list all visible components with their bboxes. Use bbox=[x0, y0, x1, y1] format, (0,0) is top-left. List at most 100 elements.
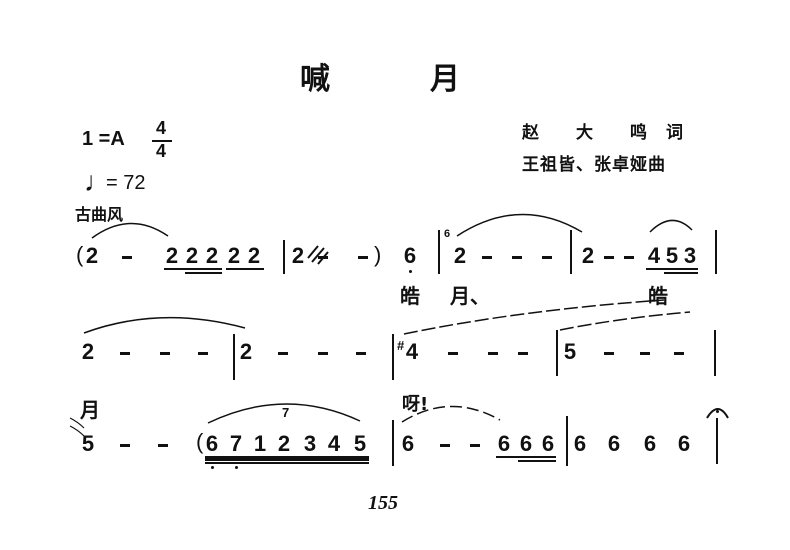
dash bbox=[198, 352, 208, 355]
lyric: 月 bbox=[80, 398, 100, 422]
note: 6 bbox=[401, 431, 415, 456]
dash bbox=[440, 444, 450, 447]
note: 2 bbox=[227, 243, 241, 268]
sixteenth-underline bbox=[664, 272, 698, 274]
dash bbox=[278, 352, 288, 355]
note: 3 bbox=[303, 431, 317, 456]
slur-line1-intro bbox=[91, 222, 169, 239]
note: 5 bbox=[665, 243, 679, 268]
note: 2 bbox=[165, 243, 179, 268]
note: 5 bbox=[563, 339, 577, 364]
low-octave-dot bbox=[409, 270, 412, 273]
note: 6 bbox=[607, 431, 621, 456]
breath-mark-2 bbox=[69, 425, 85, 437]
pickup-note: 6 bbox=[403, 243, 417, 268]
lyric: 皓 bbox=[400, 284, 420, 308]
fermata-dot bbox=[716, 410, 719, 413]
barline bbox=[233, 334, 235, 380]
dash bbox=[120, 444, 130, 447]
dash bbox=[604, 352, 614, 355]
slur-line2-long bbox=[403, 299, 665, 335]
note: 4 bbox=[405, 339, 419, 364]
dash bbox=[604, 256, 614, 259]
barline bbox=[392, 420, 394, 466]
breath-mark-1 bbox=[69, 417, 85, 429]
lyric: 月、 bbox=[450, 284, 490, 308]
note: 6 bbox=[573, 431, 587, 456]
time-signature-top: 4 bbox=[156, 118, 167, 138]
note: 6 bbox=[677, 431, 691, 456]
slur-line2-m1 bbox=[83, 316, 246, 334]
dash bbox=[120, 352, 130, 355]
dash bbox=[674, 352, 684, 355]
note: 4 bbox=[647, 243, 661, 268]
time-signature-line bbox=[152, 140, 172, 142]
dash bbox=[358, 256, 368, 259]
tremolo-slash-2 bbox=[311, 247, 325, 263]
barline bbox=[566, 416, 568, 466]
run-beam-2 bbox=[205, 462, 369, 464]
note: 5 bbox=[81, 431, 95, 456]
lyric: 皓 bbox=[648, 284, 668, 308]
note: 6 bbox=[205, 431, 219, 456]
page-number: 155 bbox=[368, 492, 398, 514]
barline bbox=[556, 330, 558, 376]
note: 5 bbox=[353, 431, 367, 456]
dash bbox=[518, 352, 528, 355]
lyricist-credit: 赵 大 鸣 词 bbox=[522, 123, 684, 143]
dash bbox=[160, 352, 170, 355]
note: 1 bbox=[253, 431, 267, 456]
sixteenth-underline bbox=[185, 272, 222, 274]
slur-453 bbox=[649, 219, 693, 233]
composer-credit: 王祖皆、张卓娅曲 bbox=[522, 155, 666, 175]
dash bbox=[122, 256, 132, 259]
close-paren: ) bbox=[374, 242, 382, 267]
note: 2 bbox=[247, 243, 261, 268]
dash bbox=[448, 352, 458, 355]
tempo-value: = 72 bbox=[106, 172, 146, 194]
note: 6 bbox=[519, 431, 533, 456]
barline bbox=[283, 240, 285, 274]
dash bbox=[488, 352, 498, 355]
barline bbox=[714, 330, 716, 376]
eighth-underline bbox=[226, 268, 264, 270]
dash bbox=[624, 256, 634, 259]
slur-run bbox=[207, 403, 361, 424]
note: 7 bbox=[229, 431, 243, 456]
eighth-underline bbox=[646, 268, 698, 270]
low-octave-dot bbox=[211, 466, 214, 469]
open-paren: ( bbox=[196, 429, 204, 454]
title-char-2: 月 bbox=[430, 62, 460, 97]
style-marking: 古曲风 bbox=[75, 207, 124, 224]
dash bbox=[470, 444, 480, 447]
dash bbox=[542, 256, 552, 259]
sharp-sign: # bbox=[397, 338, 405, 353]
note: 6 bbox=[541, 431, 555, 456]
barline bbox=[392, 334, 394, 380]
note: 2 bbox=[185, 243, 199, 268]
dash bbox=[356, 352, 366, 355]
slur-line1-m3 bbox=[456, 213, 583, 237]
low-octave-dot bbox=[235, 466, 238, 469]
note: 2 bbox=[291, 243, 305, 268]
note: 2 bbox=[81, 339, 95, 364]
fermata-arc bbox=[706, 408, 729, 419]
note: 3 bbox=[683, 243, 697, 268]
note: 2 bbox=[277, 431, 291, 456]
sixteenth-underline bbox=[518, 460, 556, 462]
dash bbox=[158, 444, 168, 447]
note: 2 bbox=[85, 243, 99, 268]
tuplet-number: 7 bbox=[282, 405, 290, 420]
title-char-1: 喊 bbox=[300, 62, 330, 97]
note: 6 bbox=[497, 431, 511, 456]
slur-line2-m4 bbox=[559, 311, 691, 331]
note: 6 bbox=[643, 431, 657, 456]
note: 4 bbox=[327, 431, 341, 456]
open-paren: ( bbox=[76, 242, 84, 267]
dash bbox=[482, 256, 492, 259]
note: 2 bbox=[205, 243, 219, 268]
final-barline bbox=[716, 418, 718, 464]
dash bbox=[318, 256, 328, 259]
note: 2 bbox=[453, 243, 467, 268]
